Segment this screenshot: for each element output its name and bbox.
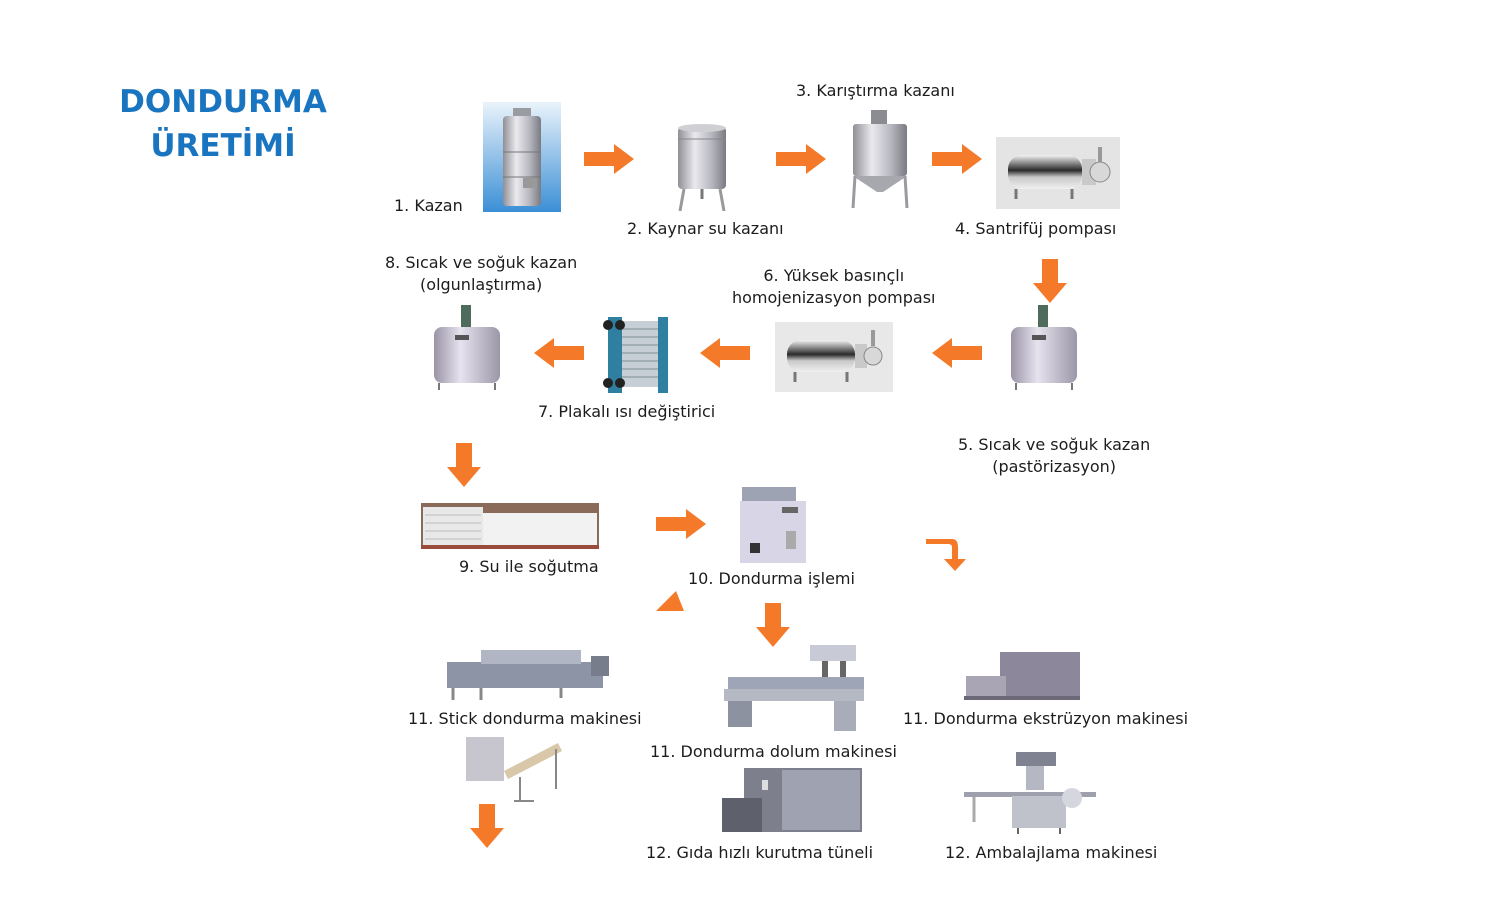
arrow-left-icon — [700, 338, 750, 368]
arrow-right-icon — [932, 144, 982, 174]
step-1-label: 1. Kazan — [394, 196, 463, 215]
step-5-label-line-2: (pastörizasyon) — [992, 457, 1117, 476]
mixing-tank-image — [849, 110, 911, 210]
freezer-machine-image — [738, 487, 812, 565]
step-5-label: 5. Sıcak ve soğuk kazan (pastörizasyon) — [958, 434, 1150, 478]
step-5-label-line-1: 5. Sıcak ve soğuk kazan — [958, 435, 1151, 454]
title-line-2: ÜRETİMİ — [150, 128, 296, 164]
step-8-label-line-2: (olgunlaştırma) — [420, 275, 543, 294]
diagram-title: DONDURMA ÜRETİMİ — [108, 80, 338, 168]
centrifugal-pump-image — [996, 137, 1120, 209]
vertical-boiler-image — [483, 102, 561, 212]
packaging-machine-image — [964, 752, 1096, 834]
arrow-right-icon — [656, 509, 706, 539]
step-9-label: 9. Su ile soğutma — [459, 557, 599, 576]
title-line-1: DONDURMA — [119, 84, 327, 120]
step-6-label: 6. Yüksek basınçlı homojenizasyon pompas… — [732, 265, 935, 309]
filling-machine-image — [722, 645, 870, 731]
stick-machine-image — [441, 640, 613, 702]
arrow-right-icon — [776, 144, 826, 174]
step-12-packaging-label: 12. Ambalajlama makinesi — [945, 843, 1158, 862]
step-6-label-line-2: homojenizasyon pompası — [732, 288, 936, 307]
step-4-label: 4. Santrifüj pompası — [955, 219, 1117, 238]
arrow-up-left-icon — [656, 591, 686, 613]
step-6-label-line-1: 6. Yüksek basınçlı — [763, 266, 905, 285]
stick-wrapping-machine-image — [462, 731, 572, 803]
step-8-label: 8. Sıcak ve soğuk kazan (olgunlaştırma) — [385, 252, 577, 296]
drying-tunnel-image — [722, 768, 862, 834]
arrow-down-icon — [470, 804, 504, 848]
plate-heat-exchanger-image — [602, 315, 674, 395]
homogenizer-pump-image — [775, 322, 893, 392]
arrow-down-icon — [1033, 259, 1067, 303]
step-7-label: 7. Plakalı ısı değiştirici — [538, 402, 716, 421]
arrow-left-icon — [534, 338, 584, 368]
aging-tank-image — [431, 305, 503, 391]
step-11-filling-label: 11. Dondurma dolum makinesi — [650, 742, 897, 761]
step-12-drying-label: 12. Gıda hızlı kurutma tüneli — [646, 843, 874, 862]
water-cooling-unit-image — [421, 503, 599, 549]
extrusion-machine-image — [964, 652, 1080, 702]
arrow-left-icon — [932, 338, 982, 368]
pasteurization-tank-image — [1008, 305, 1080, 391]
arrow-right-icon — [584, 144, 634, 174]
hot-water-tank-image — [676, 115, 728, 211]
curved-arrow-down-right-icon — [924, 533, 972, 573]
step-11-extrusion-label: 11. Dondurma ekstrüzyon makinesi — [903, 709, 1189, 728]
step-2-label: 2. Kaynar su kazanı — [627, 219, 784, 238]
step-10-label: 10. Dondurma işlemi — [688, 569, 855, 588]
arrow-down-icon — [447, 443, 481, 487]
arrow-down-icon — [756, 603, 790, 647]
step-11-stick-label: 11. Stick dondurma makinesi — [408, 709, 642, 728]
step-8-label-line-1: 8. Sıcak ve soğuk kazan — [385, 253, 578, 272]
step-3-label: 3. Karıştırma kazanı — [796, 81, 955, 100]
